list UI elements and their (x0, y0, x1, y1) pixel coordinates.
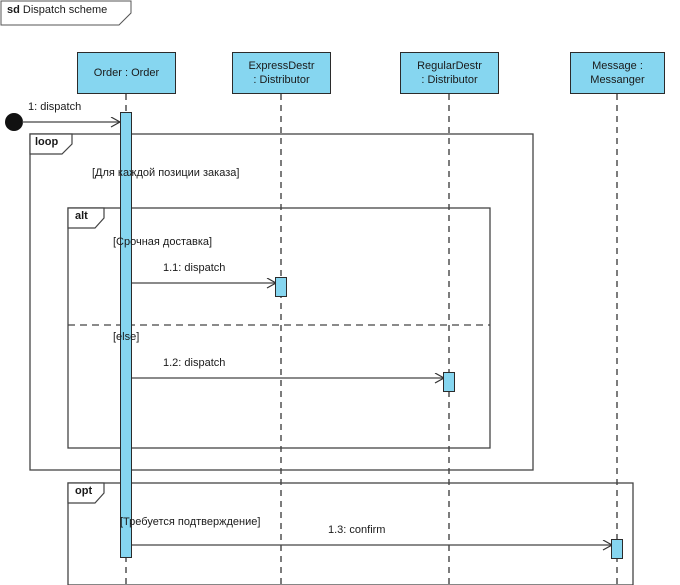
message-label-1-3: 1.3: confirm (328, 524, 386, 536)
fragment-operator-loop: loop (35, 136, 59, 148)
activation-bar-expressdestr[interactable] (275, 277, 287, 297)
lifeline-head-expressdestr-line2: : Distributor (253, 74, 310, 86)
guard-alt: [Срочная доставка] (113, 236, 213, 248)
guard-loop: [Для каждой позиции заказа] (92, 167, 240, 179)
message-arrows (22, 122, 612, 545)
lifeline-head-regulardestr-line1: RegularDestr (417, 60, 482, 72)
activation-bar-message[interactable] (611, 539, 623, 559)
lifeline-head-order-line1: Order : Order (93, 67, 160, 79)
diagram-frame-label-shape (0, 0, 132, 26)
lifeline-head-order[interactable]: Order : Order (77, 52, 176, 94)
lifeline-head-expressdestr-line1: ExpressDestr (248, 60, 315, 72)
lifeline-head-message-line2: Messanger (590, 74, 645, 86)
lifeline-head-message[interactable]: Message : Messanger (570, 52, 665, 94)
lifeline-head-regulardestr[interactable]: RegularDestr : Distributor (400, 52, 499, 94)
diagram-frame-title: sd Dispatch scheme (1, 2, 131, 26)
lifeline-head-regulardestr-line2: : Distributor (421, 74, 478, 86)
diagram-kind-keyword: sd (7, 4, 20, 16)
fragment-frame-alt (67, 207, 491, 449)
lifeline-head-message-line1: Message : (592, 60, 643, 72)
message-label-1: 1: dispatch (28, 101, 82, 113)
activation-bar-regulardestr[interactable] (443, 372, 455, 392)
guard-alt-else: [else] (113, 331, 140, 343)
activation-bar-order[interactable] (120, 112, 132, 558)
fragment-operator-alt: alt (75, 210, 88, 222)
fragment-operator-opt: opt (75, 485, 93, 497)
guard-opt: [Требуется подтверждение] (120, 516, 261, 528)
found-message-start-dot (5, 113, 23, 131)
lifeline-head-expressdestr[interactable]: ExpressDestr : Distributor (232, 52, 331, 94)
message-label-1-1: 1.1: dispatch (163, 262, 226, 274)
diagram-title-text: Dispatch scheme (22, 4, 108, 16)
fragment-frame-loop (29, 133, 534, 471)
message-label-1-2: 1.2: dispatch (163, 357, 226, 369)
fragment-frame-opt (67, 482, 634, 585)
